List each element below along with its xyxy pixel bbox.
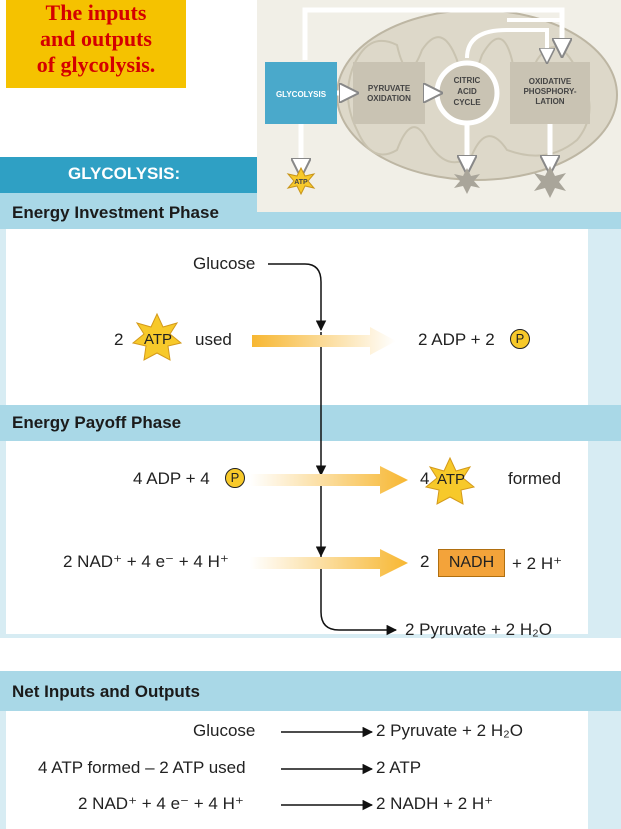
pyruvate-oxidation-label-1: PYRUVATE (368, 84, 411, 93)
phosphate-icon: P (510, 329, 530, 349)
citric-label-3: CYCLE (453, 98, 481, 107)
glycolysis-header-bar (0, 157, 259, 193)
atp-star-label: ATP (294, 179, 308, 186)
net-row-2-left: 4 ATP formed – 2 ATP used (38, 758, 246, 777)
oxidative-phosphorylation-box (510, 62, 590, 124)
oxphos-label-1: OXIDATIVE (529, 77, 572, 86)
net-row-1-right: 2 Pyruvate + 2 H₂O (376, 721, 523, 740)
formed-label: formed (508, 469, 561, 488)
nadh-count: 2 (420, 552, 430, 571)
overview-inset: GLYCOLYSIS PYRUVATE OXIDATION OXIDATIVE … (257, 0, 621, 212)
payoff-body (6, 441, 588, 634)
pyruvate-oxidation-box (353, 62, 425, 124)
grey-star-citric-icon (454, 168, 480, 194)
citric-label-1: CITRIC (454, 76, 481, 85)
nadh-box: NADH (438, 549, 505, 577)
mitochondrion-inner (347, 36, 591, 164)
payoff-input-2: 2 NAD⁺ + 4 e⁻ + 4 H⁺ (63, 552, 229, 571)
net-row-1-left: Glucose (193, 721, 256, 740)
title-line-3: of glycolysis. (36, 52, 156, 77)
atp-formed-count: 4 (420, 469, 430, 488)
atp-formed-label: ATP (437, 471, 466, 488)
adp-product: 2 ADP + 2 (418, 330, 495, 349)
net-header-bar (0, 671, 621, 711)
net-panel: Net Inputs and Outputs (0, 671, 621, 829)
glycolysis-header: GLYCOLYSIS: (68, 164, 181, 183)
net-title: Net Inputs and Outputs (12, 682, 200, 701)
glycolysis-box-label: GLYCOLYSIS (276, 90, 327, 99)
payoff-title: Energy Payoff Phase (12, 413, 182, 432)
investment-body (6, 229, 588, 405)
glucose-label: Glucose (193, 254, 256, 273)
citric-label-2: ACID (457, 87, 477, 96)
glycolysis-box (265, 62, 337, 124)
overview-diagram: GLYCOLYSIS PYRUVATE OXIDATION OXIDATIVE … (265, 7, 618, 198)
title-line-1: The inputs (45, 0, 147, 25)
electron-carrier-arrow (302, 7, 562, 60)
used-label: used (195, 330, 232, 349)
oxphos-label-3: LATION (535, 97, 564, 106)
payoff-input-1: 4 ADP + 4 (133, 469, 210, 488)
atp-star-icon (286, 166, 316, 196)
grey-star-oxphos-icon (534, 166, 566, 198)
title-badge: The inputs and outputs of glycolysis. (6, 0, 186, 88)
atp-used-count: 2 (114, 330, 124, 349)
nadh-rest: + 2 H⁺ (512, 554, 563, 573)
oxphos-label-2: PHOSPHORY- (523, 87, 576, 96)
arrow-citric-to-oxphos (465, 28, 547, 58)
net-row-3-left: 2 NAD⁺ + 4 e⁻ + 4 H⁺ (78, 794, 244, 813)
pyruvate-oxidation-label-2: OXIDATION (367, 94, 411, 103)
net-body (6, 711, 588, 829)
atp-used-label: ATP (144, 331, 173, 348)
pyruvate-output: 2 Pyruvate + 2 H₂O (405, 620, 552, 639)
title-line-2: and outputs (40, 26, 152, 51)
payoff-phosphate-icon: P (225, 468, 245, 488)
net-row-3-right: 2 NADH + 2 H⁺ (376, 794, 494, 813)
net-row-2-right: 2 ATP (376, 758, 422, 777)
investment-title: Energy Investment Phase (12, 203, 219, 222)
payoff-header-bar (0, 405, 621, 441)
